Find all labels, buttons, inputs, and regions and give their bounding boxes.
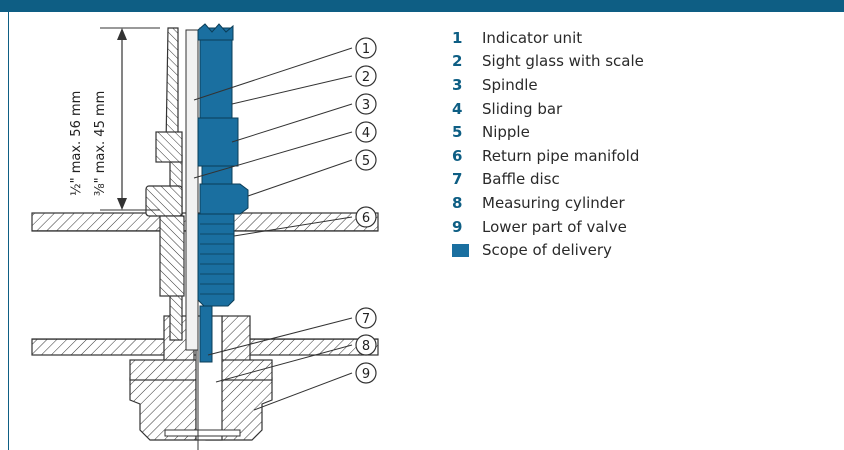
svg-text:4: 4 <box>362 126 370 141</box>
legend-label: Nipple <box>482 123 530 142</box>
callout-1: 1 <box>355 37 377 59</box>
callout-6: 6 <box>355 206 377 228</box>
legend-item: 9 Lower part of valve <box>452 215 644 239</box>
legend-number: 7 <box>452 170 463 189</box>
legend-item: 2 Sight glass with scale <box>452 50 644 74</box>
valve-cross-section-diagram: ½" max. 56 mm ⅜" max. 45 mm 1 2 3 4 5 6 <box>31 23 379 450</box>
legend-number: 6 <box>452 146 463 165</box>
callout-2: 2 <box>355 65 377 87</box>
legend-label: Measuring cylinder <box>482 193 625 212</box>
svg-text:6: 6 <box>362 211 370 226</box>
legend-label: Lower part of valve <box>482 217 627 236</box>
svg-text:1: 1 <box>362 42 370 57</box>
legend-number: 1 <box>452 28 463 47</box>
legend-item: 4 Sliding bar <box>452 97 644 121</box>
legend-item: 3 Spindle <box>452 73 644 97</box>
legend-label: Spindle <box>482 75 538 94</box>
svg-text:7: 7 <box>362 312 370 327</box>
legend-item: 5 Nipple <box>452 120 644 144</box>
svg-text:2: 2 <box>362 70 370 85</box>
legend-label: Sliding bar <box>482 99 563 118</box>
dimension-label-three-eighths-inch: ⅜" max. 45 mm <box>93 91 108 196</box>
svg-text:9: 9 <box>362 367 370 382</box>
legend-number: 5 <box>452 123 463 142</box>
parts-legend: 1 Indicator unit 2 Sight glass with scal… <box>452 26 644 262</box>
scope-color-swatch <box>452 243 469 257</box>
legend-item: 1 Indicator unit <box>452 26 644 50</box>
legend-number: 9 <box>452 217 463 236</box>
legend-label: Indicator unit <box>482 28 583 47</box>
header-bar <box>0 0 844 12</box>
callout-5: 5 <box>355 149 377 171</box>
frame-left-border <box>8 12 9 450</box>
legend-item: 7 Baffle disc <box>452 168 644 192</box>
height-dimension <box>100 27 160 211</box>
callout-7: 7 <box>355 307 377 329</box>
indicator-unit-housing <box>145 27 199 351</box>
callout-9: 9 <box>355 362 377 384</box>
legend-number: 8 <box>452 193 463 212</box>
callout-4: 4 <box>355 121 377 143</box>
callout-leader-lines <box>193 47 353 411</box>
legend-number: 4 <box>452 99 463 118</box>
svg-text:5: 5 <box>362 154 370 169</box>
svg-text:8: 8 <box>362 339 370 354</box>
legend-scope-label: Scope of delivery <box>482 241 612 260</box>
svg-text:3: 3 <box>362 98 370 113</box>
legend-item-scope: Scope of delivery <box>452 238 644 262</box>
dimension-label-half-inch: ½" max. 56 mm <box>69 91 84 196</box>
legend-label: Sight glass with scale <box>482 52 644 71</box>
legend-label: Return pipe manifold <box>482 146 640 165</box>
callout-8: 8 <box>355 334 377 356</box>
legend-item: 8 Measuring cylinder <box>452 191 644 215</box>
legend-label: Baffle disc <box>482 170 560 189</box>
legend-item: 6 Return pipe manifold <box>452 144 644 168</box>
legend-number: 3 <box>452 75 463 94</box>
legend-number: 2 <box>452 52 463 71</box>
callout-3: 3 <box>355 93 377 115</box>
